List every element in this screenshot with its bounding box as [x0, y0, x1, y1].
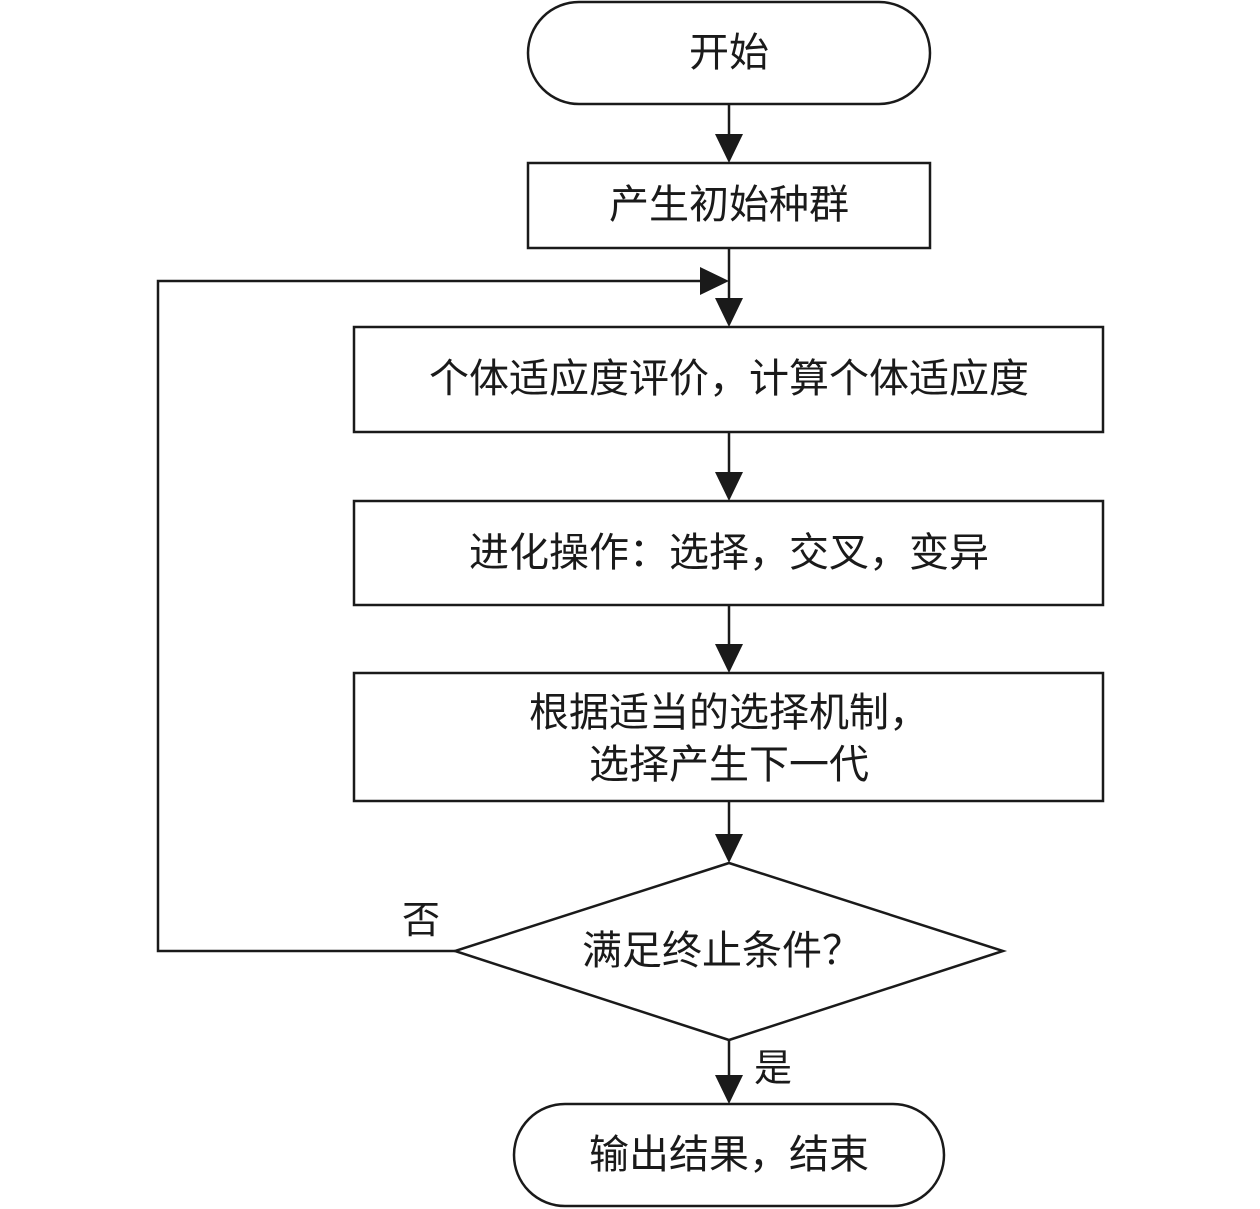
end-node: 输出结果，结束	[512, 1102, 946, 1208]
arrow-evolve-to-select	[715, 605, 743, 673]
fitness-evaluation-node: 个体适应度评价，计算个体适应度	[352, 325, 1105, 434]
yes-branch-label: 是	[754, 1046, 792, 1090]
arrow-select-to-decision	[715, 801, 743, 863]
selection-label-line1: 根据适当的选择机制，	[529, 690, 929, 736]
start-node-label: 开始	[689, 30, 769, 76]
start-node: 开始	[526, 0, 932, 106]
evolution-operations-label: 进化操作：选择，交叉，变异	[469, 530, 989, 576]
evolution-operations-node: 进化操作：选择，交叉，变异	[352, 499, 1105, 607]
arrow-no-loop-back	[156, 267, 729, 953]
arrow-init-to-fitness	[715, 248, 743, 327]
arrow-fitness-to-evolve	[715, 432, 743, 501]
init-population-label: 产生初始种群	[609, 182, 849, 228]
end-node-label: 输出结果，结束	[589, 1132, 869, 1178]
selection-node: 根据适当的选择机制， 选择产生下一代	[352, 671, 1105, 803]
arrow-yes-to-end	[715, 1040, 743, 1104]
termination-decision-node: 满足终止条件？	[450, 861, 1008, 1042]
termination-decision-label: 满足终止条件？	[582, 928, 862, 974]
init-population-node: 产生初始种群	[526, 161, 932, 250]
no-branch-label: 否	[402, 898, 440, 942]
arrow-start-to-init	[715, 104, 743, 163]
fitness-evaluation-label: 个体适应度评价，计算个体适应度	[429, 356, 1029, 402]
selection-label-line2: 选择产生下一代	[589, 742, 869, 788]
